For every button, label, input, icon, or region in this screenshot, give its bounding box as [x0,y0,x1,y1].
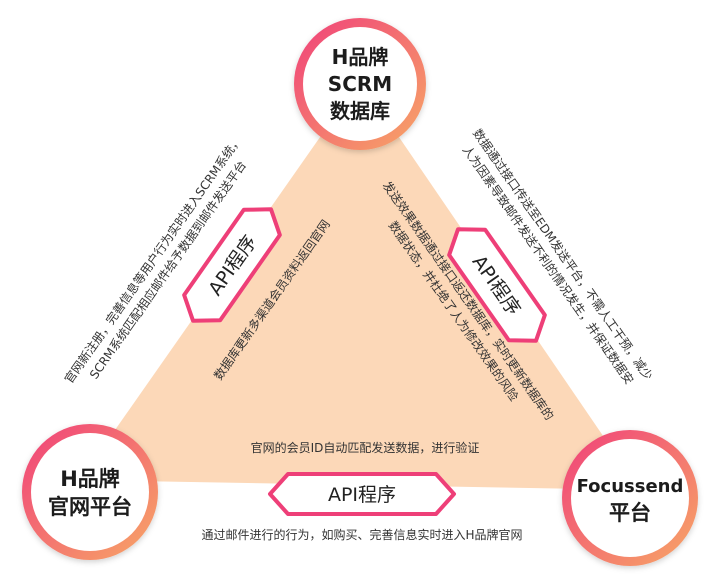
node-left-line2: 官网平台 [48,495,132,519]
node-right-line2: 平台 [609,501,651,525]
node-top-line3: 数据库 [330,99,390,123]
node-right [562,430,698,566]
node-right-line1: Focussend [577,476,684,497]
api-label-bottom: API程序 [328,484,396,506]
node-top-line2: SCRM [328,72,392,96]
bottom-outer-note: 通过邮件进行的行为，如购买、完善信息实时进入H品牌官网 [201,527,522,542]
node-left-line1: H品牌 [60,467,120,491]
bottom-inner-note: 官网的会员ID自动匹配发送数据，进行验证 [251,440,480,455]
node-left [22,424,158,560]
node-top-line1: H品牌 [332,45,389,69]
triangle-background [80,80,640,490]
api-pill-bottom: API程序 [268,472,456,516]
node-top [294,18,426,150]
